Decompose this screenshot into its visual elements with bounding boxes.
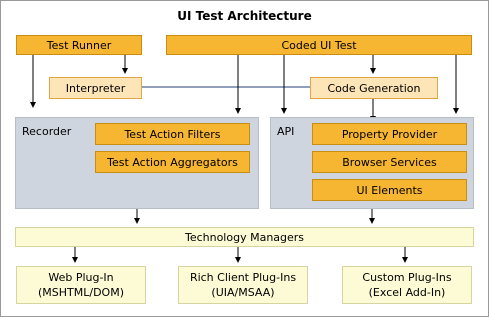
interpreter-box: Interpreter (49, 77, 142, 99)
api-label: API (277, 125, 295, 138)
coded-ui-test-box: Coded UI Test (166, 35, 472, 55)
technology-managers-box: Technology Managers (15, 227, 474, 247)
test-action-filters-label: Test Action Filters (124, 127, 221, 141)
diagram-title: UI Test Architecture (177, 9, 312, 23)
property-provider-box: Property Provider (312, 123, 467, 145)
web-plugin-name: Web Plug-In (48, 271, 114, 284)
custom-plugin-name: Custom Plug-Ins (362, 271, 452, 284)
web-plugin-box: Web Plug-In (MSHTML/DOM) (16, 266, 146, 304)
custom-plugin-detail: (Excel Add-In) (368, 286, 446, 299)
ui-elements-label: UI Elements (356, 183, 423, 197)
browser-services-label: Browser Services (342, 155, 437, 169)
code-generation-label: Code Generation (327, 81, 421, 95)
rich-client-plugin-box: Rich Client Plug-Ins (UIA/MSAA) (178, 266, 308, 304)
test-runner-box: Test Runner (16, 35, 142, 55)
coded-ui-test-label: Coded UI Test (281, 38, 357, 52)
recorder-label: Recorder (22, 125, 72, 138)
web-plugin-detail: (MSHTML/DOM) (38, 286, 124, 299)
ui-elements-box: UI Elements (312, 179, 467, 201)
browser-services-box: Browser Services (312, 151, 467, 173)
test-action-filters-box: Test Action Filters (95, 123, 250, 145)
code-generation-box: Code Generation (310, 77, 438, 99)
test-action-aggregators-label: Test Action Aggregators (107, 155, 238, 169)
test-runner-label: Test Runner (46, 38, 112, 52)
test-action-aggregators-box: Test Action Aggregators (95, 151, 250, 173)
rich-client-plugin-detail: (UIA/MSAA) (211, 286, 275, 299)
interpreter-label: Interpreter (65, 81, 126, 95)
custom-plugin-box: Custom Plug-Ins (Excel Add-In) (342, 266, 472, 304)
technology-managers-label: Technology Managers (184, 230, 305, 244)
rich-client-plugin-name: Rich Client Plug-Ins (189, 271, 297, 284)
property-provider-label: Property Provider (341, 127, 438, 141)
